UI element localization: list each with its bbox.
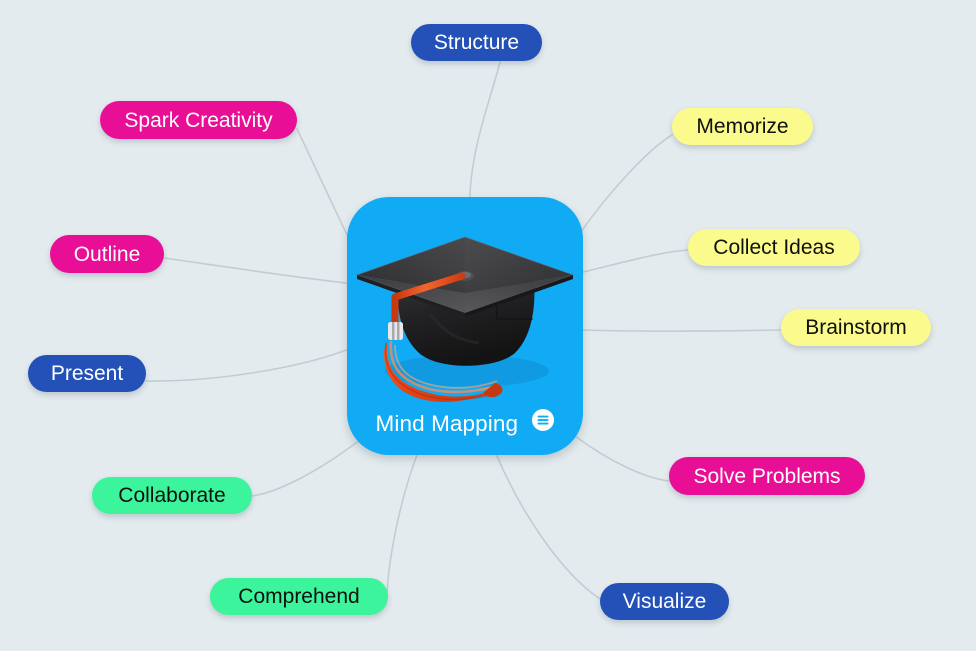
topic-node-present[interactable]: Present [28, 355, 146, 392]
connector-to-brainstorm [582, 329, 782, 332]
topic-node-label: Structure [433, 31, 520, 54]
central-node-label: Mind Mapping [375, 411, 519, 436]
central-node-label-row: Mind Mapping [347, 409, 583, 438]
topic-node-visualize[interactable]: Visualize [600, 583, 729, 620]
connector-to-structure [469, 61, 501, 201]
connector-to-visualize [496, 455, 601, 600]
topic-node-label: Present [50, 362, 124, 385]
topic-node-structure[interactable]: Structure [411, 24, 542, 61]
topic-node-label: Visualize [622, 590, 707, 613]
topic-node-comprehend[interactable]: Comprehend [210, 578, 388, 615]
connector-to-spark-creativity [296, 128, 353, 246]
topic-node-label: Memorize [696, 115, 789, 138]
topic-node-collaborate[interactable]: Collaborate [92, 477, 252, 514]
topic-node-label: Collaborate [118, 484, 226, 507]
topic-node-solve-problems[interactable]: Solve Problems [669, 457, 865, 495]
connector-to-comprehend [386, 454, 418, 598]
connector-to-collect-ideas [582, 249, 689, 273]
connector-to-collaborate [251, 439, 361, 497]
connector-to-outline [163, 257, 348, 284]
topic-node-spark-creativity[interactable]: Spark Creativity [100, 101, 297, 139]
topic-node-label: Brainstorm [805, 316, 907, 339]
graduation-cap-icon [347, 219, 583, 409]
topic-node-label: Collect Ideas [713, 236, 835, 259]
topic-node-brainstorm[interactable]: Brainstorm [781, 309, 931, 346]
topic-node-label: Outline [73, 242, 141, 266]
note-icon[interactable] [532, 409, 555, 437]
topic-node-memorize[interactable]: Memorize [672, 108, 813, 145]
topic-node-label: Spark Creativity [124, 108, 273, 132]
topic-node-label: Solve Problems [693, 464, 841, 488]
connector-to-present [145, 348, 350, 382]
central-node-mind-mapping[interactable]: Mind Mapping [347, 197, 583, 455]
topic-node-collect-ideas[interactable]: Collect Ideas [688, 229, 860, 266]
topic-node-outline[interactable]: Outline [50, 235, 164, 273]
connector-to-solve-problems [574, 435, 670, 482]
connector-to-memorize [577, 134, 673, 237]
topic-node-label: Comprehend [238, 585, 360, 608]
